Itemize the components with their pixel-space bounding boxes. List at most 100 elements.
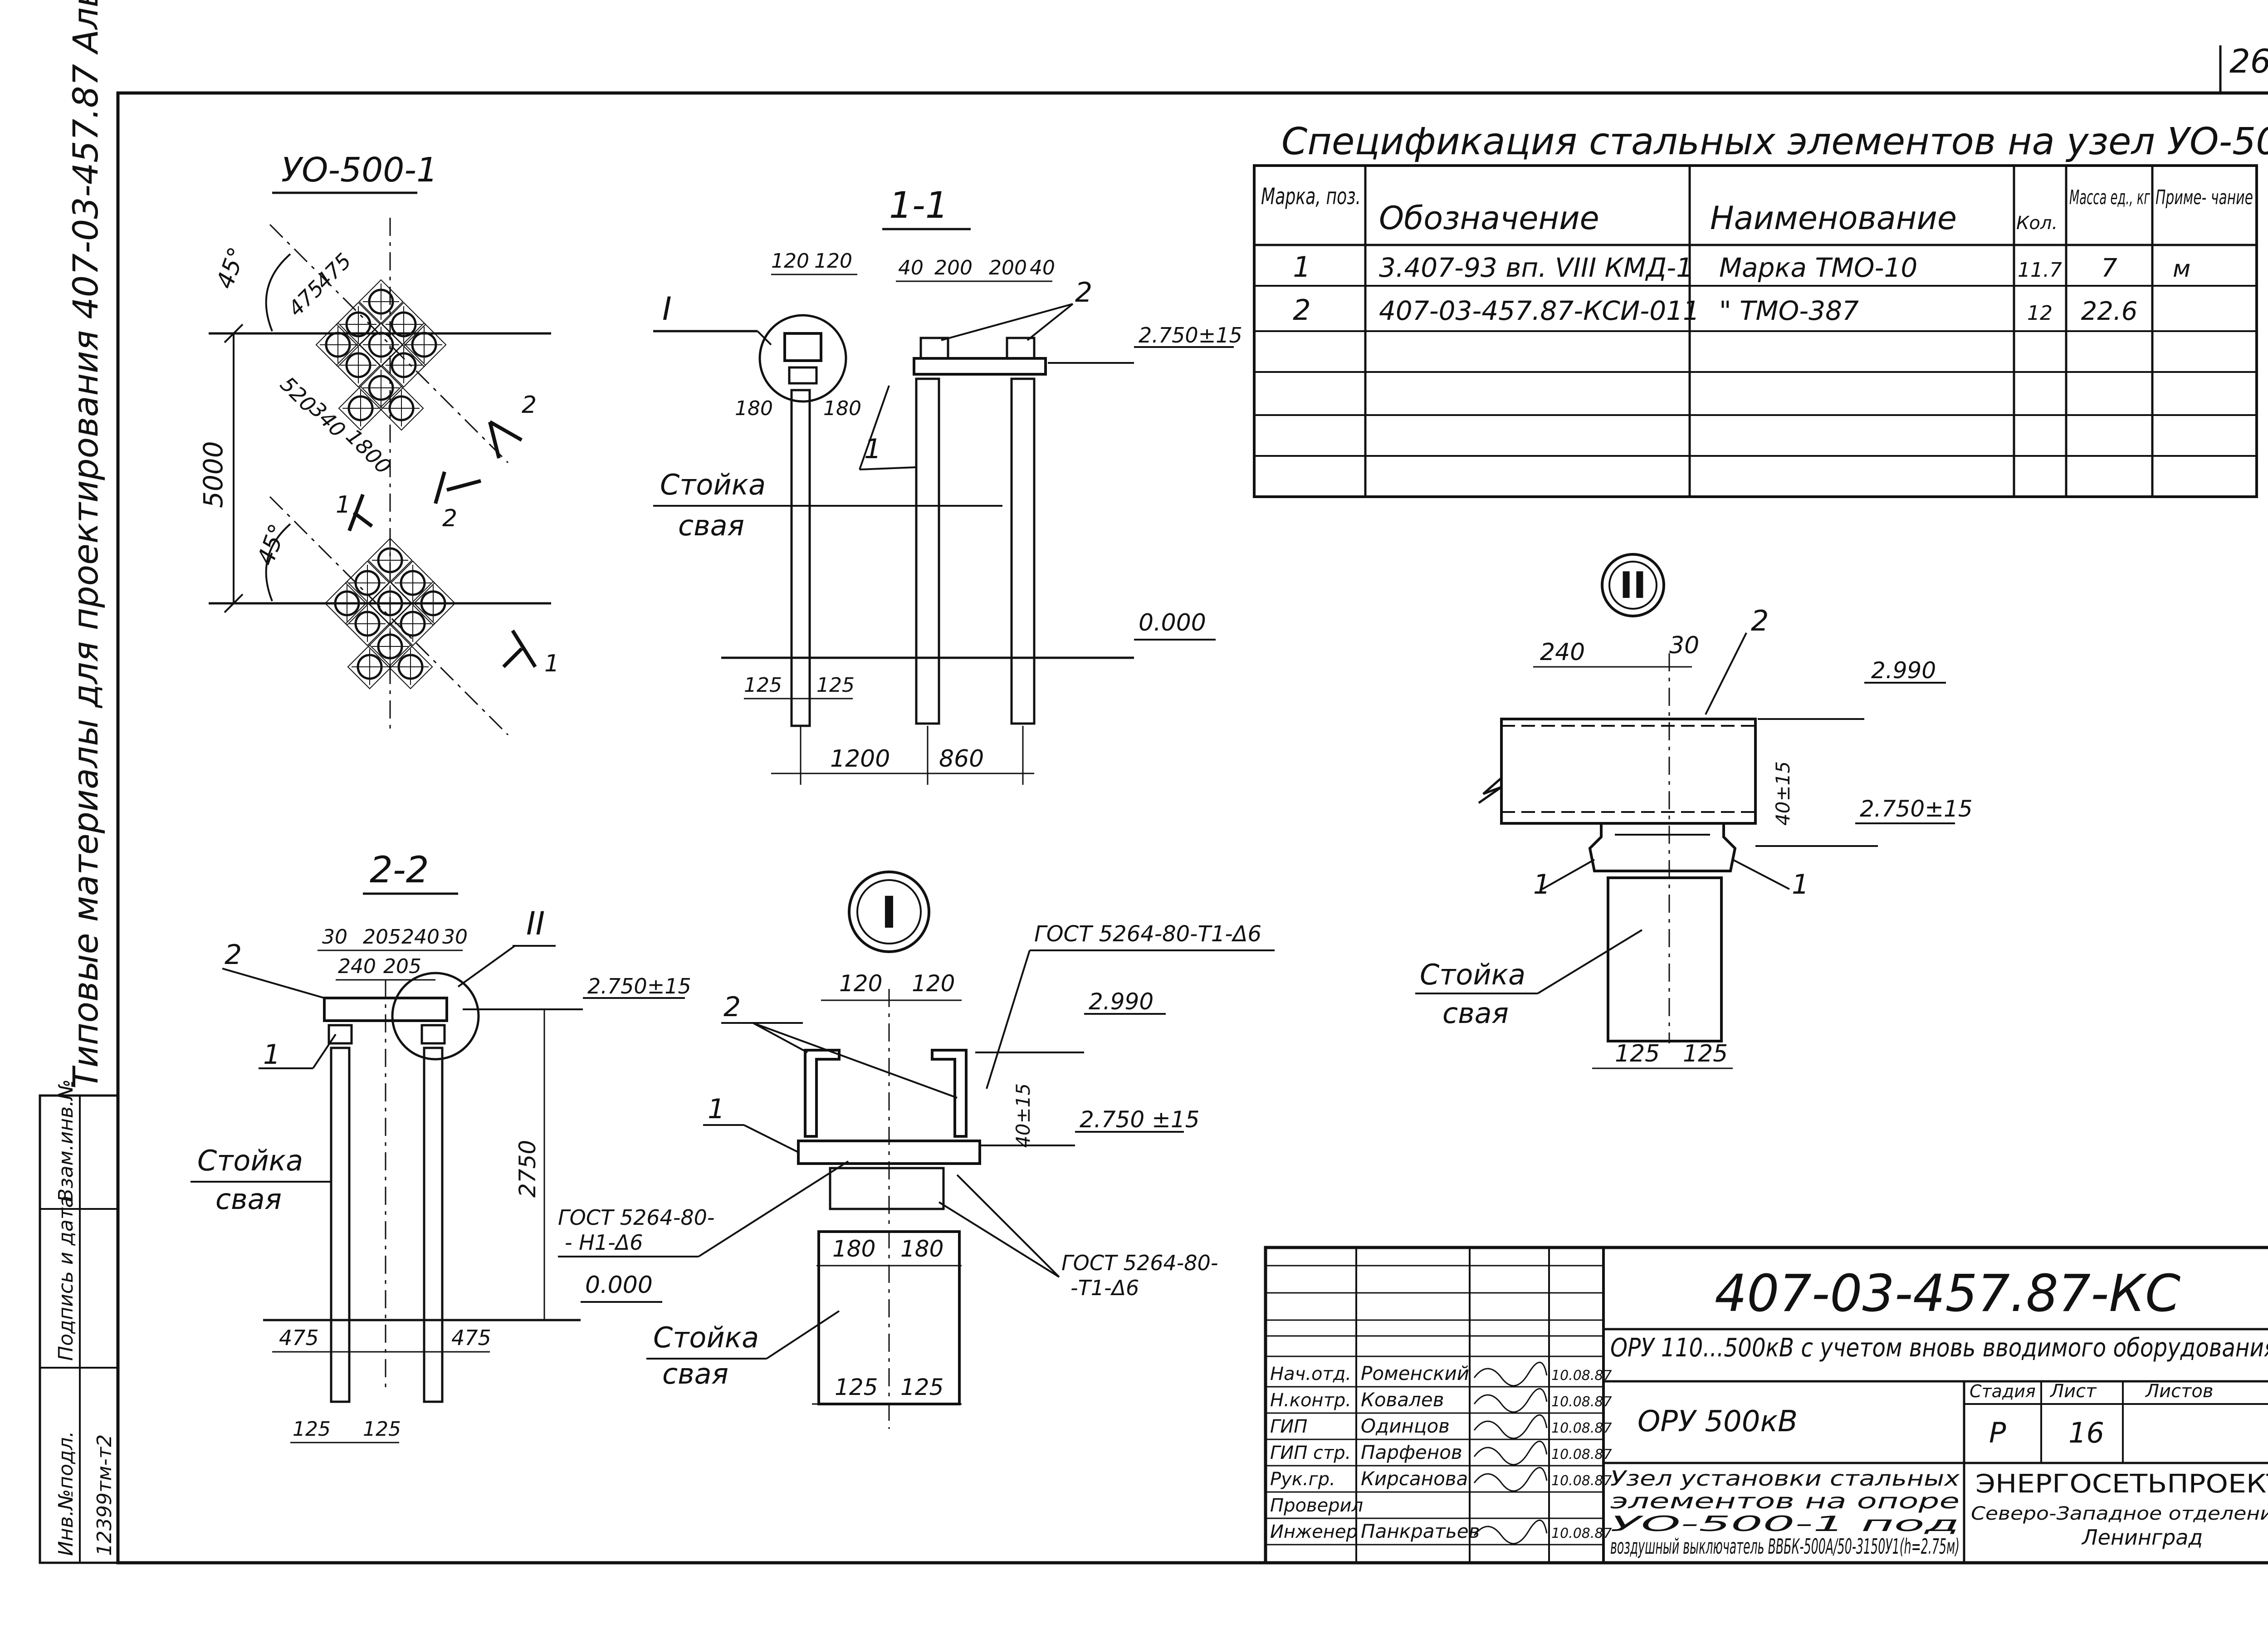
plan-section-mark-2-upper: 2 [522, 391, 537, 419]
s22-dim-125a: 125 [293, 1418, 331, 1441]
spec-cell: 1 [1293, 250, 1310, 284]
stamp-label-sign: Подпись и дата [54, 1196, 78, 1361]
staff-name: Ковалев [1361, 1389, 1444, 1411]
s22-dim2-240: 240 [338, 955, 376, 978]
n1-gost-left-1: ГОСТ 5264-80- [558, 1205, 714, 1230]
staff-date: 10.08.87 [1551, 1368, 1612, 1384]
s22-pos1: 1 [263, 1039, 280, 1071]
spec-header-mass: Масса ед., кг [2069, 186, 2151, 209]
s11-level-ground: 0.000 [1139, 609, 1206, 636]
plan-pile [390, 601, 435, 646]
staff-date: 10.08.87 [1551, 1473, 1612, 1489]
n2-gap: 40±15 [1772, 761, 1794, 826]
spec-cell: 12 [2027, 302, 2053, 325]
specification-table: Спецификация стальных элементов на узел … [1253, 120, 2268, 498]
s22-dim2-205: 205 [383, 955, 421, 978]
plan-angle-bottom: 45° [252, 520, 292, 569]
plan-piles-upper [315, 279, 447, 431]
plan-section-mark-2-lower: 2 [442, 505, 457, 532]
spec-cell: м [2173, 255, 2190, 283]
s22-level-ground: 0.000 [585, 1272, 653, 1299]
section-1-1: 1-1 120 120 40 200 200 40 I 180 180 2 1 … [653, 184, 1242, 785]
s22-level-top: 2.750±15 [587, 974, 691, 998]
staff-role: Нач.отд. [1270, 1364, 1351, 1384]
margin-strip: Типовые материалы для проектирования 407… [39, 0, 119, 1564]
plan-pile [358, 365, 404, 411]
plan-pile [336, 302, 381, 347]
project-name: ОРУ 110...500кВ с учетом вновь вводимого… [1610, 1333, 2268, 1363]
spec-header-mark: Марка, поз. [1261, 183, 1361, 210]
s22-dim-30b: 30 [442, 925, 468, 949]
n1-pile-label-2: свая [662, 1357, 728, 1390]
n1-dim-180b: 180 [900, 1236, 943, 1262]
staff-date: 10.08.87 [1551, 1447, 1612, 1463]
spec-cell: 2 [1293, 294, 1310, 327]
signature-scribble [1473, 1467, 1548, 1492]
n1-dim-125b: 125 [900, 1374, 943, 1400]
staff-date: 10.08.87 [1551, 1526, 1612, 1541]
plan-title: УО-500-1 [281, 151, 438, 190]
s22-node-mark: II [526, 905, 545, 942]
n1-dim-120a: 120 [839, 970, 882, 997]
s22-dim-240: 240 [401, 925, 440, 949]
stamp-label-inv: Инв.№подл. [54, 1431, 78, 1556]
node-i-badge: I [881, 887, 897, 938]
plan-section-mark-1-lower: 1 [544, 650, 559, 677]
stage-value: Р [1989, 1416, 2006, 1449]
drawing-description-line-2: элементов на опоре [1610, 1489, 1960, 1513]
n2-dim-240: 240 [1540, 639, 1585, 666]
spec-cell: Марка ТМО-10 [1719, 252, 1917, 283]
plan-pile [367, 624, 413, 669]
plan-angle-top: 45° [211, 244, 251, 292]
sheet-value: 16 [2068, 1416, 2104, 1449]
n2-dim-30: 30 [1669, 632, 1699, 659]
staff-name: Кирсанова [1361, 1468, 1468, 1490]
signature-scribble [1473, 1440, 1548, 1466]
n1-gost-right-1: ГОСТ 5264-80- [1061, 1251, 1218, 1275]
object-name: ОРУ 500кВ [1637, 1405, 1798, 1438]
s22-dim-205: 205 [363, 925, 401, 949]
plan-pile [315, 322, 361, 367]
spec-header-designation: Обозначение [1379, 200, 1599, 237]
s22-pos2: 2 [225, 939, 242, 971]
signature-scribble [1473, 1414, 1548, 1439]
plan-piles-lower [324, 538, 456, 690]
s22-height: 2750 [514, 1140, 541, 1198]
node-i-detail: I ГОСТ 5264-80-Т1-Δ6 120 120 2 2.990 40±… [558, 871, 1275, 1429]
section-1-1-title: 1-1 [889, 184, 948, 226]
n1-gost-left-2: - Н1-Δ6 [565, 1230, 643, 1255]
plan-pile [411, 581, 456, 626]
section-2-2-title: 2-2 [370, 849, 429, 891]
plan-pile [358, 322, 404, 367]
s11-dim-200a: 200 [934, 256, 973, 279]
signature-scribble [1473, 1361, 1548, 1387]
staff-role: ГИП [1270, 1416, 1307, 1437]
n1-pos2: 2 [723, 991, 741, 1023]
s22-dim-475a: 475 [279, 1326, 319, 1350]
staff-name: Панкратьев [1361, 1520, 1480, 1542]
drawing-code: 407-03-457.87-КС [1715, 1264, 2180, 1323]
n1-dim-120b: 120 [912, 970, 955, 997]
s22-dim-30a: 30 [322, 925, 347, 949]
n2-pos1-left: 1 [1533, 869, 1550, 900]
plan-view: УО-500-1 5000 45° 45° 475 475 520 340 18… [198, 151, 559, 736]
s11-dim-1200: 1200 [830, 745, 890, 773]
n2-dim-125b: 125 [1683, 1040, 1728, 1067]
plan-section-mark-1-upper: 1 [336, 491, 351, 519]
plan-pile [388, 644, 433, 690]
staff-role: Рук.гр. [1270, 1469, 1335, 1490]
s22-pile-label-2: свая [215, 1183, 282, 1216]
spec-header-name: Наименование [1710, 200, 1957, 237]
n1-dim-180a: 180 [832, 1236, 875, 1262]
spec-cell: 3.407-93 вп. VIII КМД-1 [1379, 252, 1693, 283]
drawing-description-line-3: УО-500-1 под [1610, 1512, 1960, 1536]
s11-pile-label-2: свая [678, 509, 744, 542]
n1-level-mid: 2.750 ±15 [1080, 1106, 1200, 1133]
